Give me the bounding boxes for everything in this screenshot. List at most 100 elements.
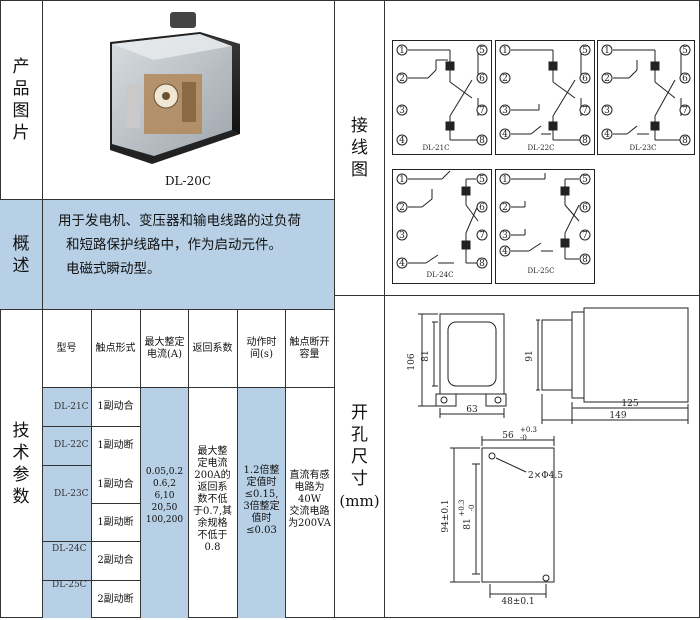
terminal-label: 2 xyxy=(399,203,405,213)
terminal-label: 2 xyxy=(399,74,405,84)
table-line xyxy=(237,310,238,618)
terminal-label: 7 xyxy=(582,106,588,116)
overview-panel xyxy=(43,200,334,309)
terminal-label: 8 xyxy=(479,136,485,146)
terminal-label: 1 xyxy=(502,46,508,56)
terminal-label: 1 xyxy=(399,46,405,56)
diagram-label: DL-21C xyxy=(423,144,450,152)
dim-cut-width-tol-upper: +0.3 xyxy=(520,426,537,434)
terminal-label: 8 xyxy=(582,136,588,146)
label-char: 述 xyxy=(12,255,30,276)
table-line xyxy=(91,310,92,618)
wiring-diagram-dl21c: 1 2 3 4 5 6 7 8 DL-21C xyxy=(392,40,492,159)
dim-side-depth-2: 149 xyxy=(609,411,626,421)
dim-side-height: 91 xyxy=(525,350,535,361)
grid-line xyxy=(384,0,385,618)
row-label-cutout: 开 孔 尺 寸 (mm) xyxy=(335,296,384,618)
text-line: 数不低 xyxy=(197,494,228,505)
relay-product-image xyxy=(100,4,250,168)
terminal-label: 2 xyxy=(502,203,508,213)
table-line xyxy=(285,310,286,618)
label-char: 产 xyxy=(12,56,30,77)
diagram-label: DL-25C xyxy=(528,267,555,275)
terminal-label: 1 xyxy=(399,175,405,185)
wiring-diagram-dl24c: 1 2 3 4 5 6 7 8 DL-24C xyxy=(392,169,492,288)
grid-line xyxy=(334,0,335,618)
terminal-label: 3 xyxy=(604,106,610,116)
overview-line: 用于发电机、变压器和输电线路的过负荷 xyxy=(58,213,301,229)
terminal-label: 6 xyxy=(682,74,688,84)
text-line: 电路为 xyxy=(294,482,325,493)
grid-line xyxy=(334,295,700,296)
terminal-label: 7 xyxy=(479,231,485,241)
terminal-label: 6 xyxy=(479,203,485,213)
contact-cell: 2副动断 xyxy=(97,593,134,605)
contact-cell: 1副动合 xyxy=(97,478,134,490)
terminal-label: 4 xyxy=(502,247,508,257)
wiring-diagram-dl23c: 1 2 3 4 5 6 7 8 DL-23C xyxy=(597,40,695,159)
label-char: 接 xyxy=(351,115,368,136)
text-line: 交流电路 xyxy=(289,506,330,517)
text-line: 返回系 xyxy=(197,482,228,493)
model-dl21c: DL-21C xyxy=(54,402,89,412)
current-value: 20,50 xyxy=(151,503,178,513)
terminal-label: 6 xyxy=(582,203,588,213)
terminal-label: 8 xyxy=(682,136,688,146)
overview-line: 和短路保护线路中，作为启动元件。 xyxy=(66,237,282,253)
text-line: 值时 xyxy=(251,513,272,524)
product-model-caption: DL-20C xyxy=(164,174,212,188)
terminal-label: 7 xyxy=(479,106,485,116)
text-line: 定电流 xyxy=(197,458,228,469)
terminal-label: 1 xyxy=(502,175,508,185)
terminal-label: 8 xyxy=(582,255,588,265)
label-char: 技 xyxy=(12,421,30,441)
table-line xyxy=(140,310,141,618)
label-char: 术 xyxy=(12,443,30,463)
model-dl24c: DL-24C xyxy=(52,544,87,554)
text-line: 余规格 xyxy=(197,518,228,529)
header-model: 型号 xyxy=(56,342,77,354)
grid-line xyxy=(0,309,334,310)
current-value: 0.05,0.2 xyxy=(145,467,184,477)
dim-front-height-outer: 106 xyxy=(407,353,417,370)
table-line xyxy=(42,580,140,581)
label-char: 开 xyxy=(351,403,368,423)
text-line: ≤0.15, xyxy=(244,489,279,500)
contact-cell: 1副动断 xyxy=(97,516,134,528)
time-cell-fill xyxy=(238,388,285,618)
wiring-diagram-dl25c: 1 2 3 4 5 6 7 8 DL-25C xyxy=(495,169,595,288)
terminal-label: 6 xyxy=(582,74,588,84)
action-time-text: 1.2倍整 定值时 ≤0.15, 3倍整定 值时 ≤0.03 xyxy=(238,465,285,537)
current-values: 0.05,0.2 0.6,2 6,10 20,50 100,200 xyxy=(141,466,188,526)
dim-hole-note: 2×Φ4.5 xyxy=(528,471,563,481)
contact-cell: 1副动合 xyxy=(97,401,134,412)
text-line: 0.8 xyxy=(204,542,221,553)
table-line xyxy=(188,310,189,618)
row-label-wiring: 接 线 图 xyxy=(335,0,384,295)
label-char: 参 xyxy=(12,465,30,485)
text-line: 不低于 xyxy=(197,530,228,541)
header-break-capacity: 触点断开容量 xyxy=(289,336,330,360)
terminal-label: 4 xyxy=(399,259,405,269)
break-capacity-text: 直流有感 电路为 40W 交流电路 为200VA xyxy=(285,470,334,530)
table-line xyxy=(42,387,334,388)
text-line: 为200VA xyxy=(288,518,331,529)
terminal-label: 2 xyxy=(502,74,508,84)
terminal-label: 3 xyxy=(399,106,405,116)
dim-cut-width-tol-lower: -0 xyxy=(520,434,527,442)
terminal-label: 7 xyxy=(682,106,688,116)
terminal-label: 7 xyxy=(582,231,588,241)
terminal-label: 5 xyxy=(582,175,588,185)
text-line: 1.2倍整 xyxy=(243,465,280,476)
text-line: ≤0.03 xyxy=(246,525,277,536)
dim-cut-width: 56 xyxy=(502,431,514,441)
text-line: 40W xyxy=(297,494,321,505)
label-char: 孔 xyxy=(351,425,368,445)
terminal-label: 8 xyxy=(479,259,485,269)
text-line: 定值时 xyxy=(246,477,277,488)
dim-side-depth-1: 125 xyxy=(621,399,638,409)
row-label-specs: 技 术 参 数 xyxy=(0,310,42,618)
dim-front-width: 63 xyxy=(466,405,478,415)
row-label-product-image: 产 品 图 片 xyxy=(0,0,42,199)
label-char: 图 xyxy=(12,100,30,121)
